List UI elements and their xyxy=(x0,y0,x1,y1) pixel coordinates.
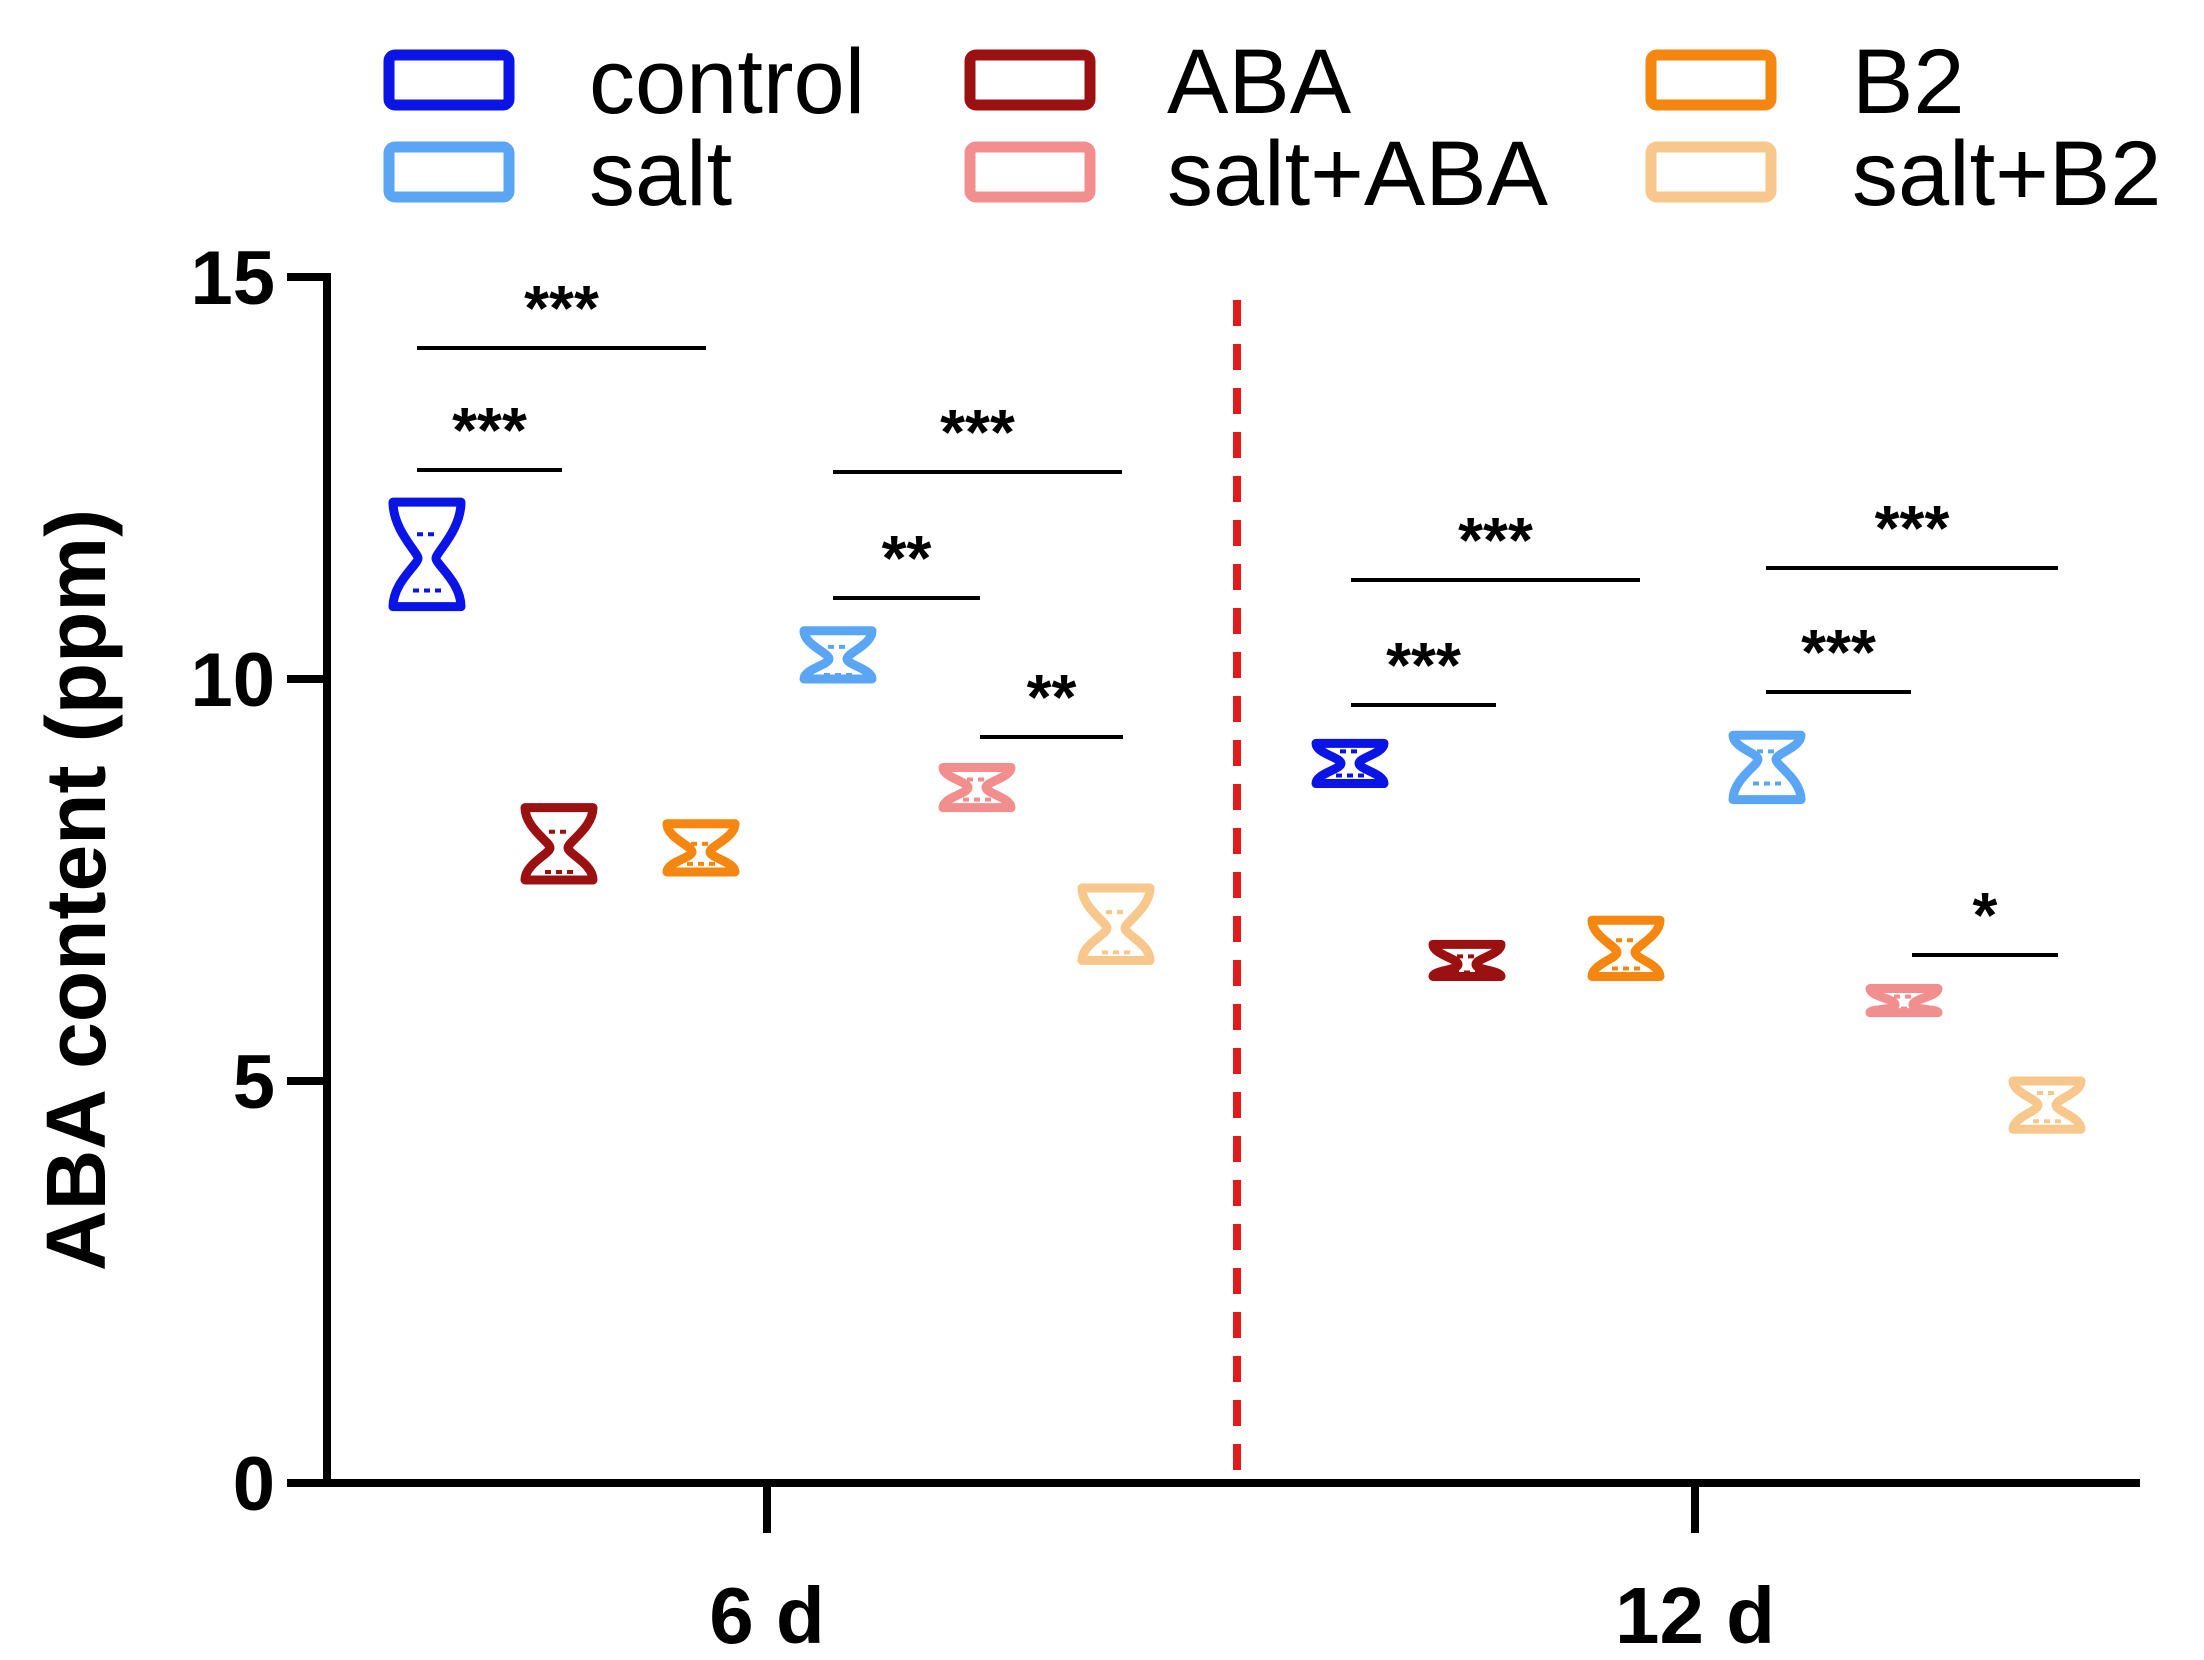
significance-label-1: *** xyxy=(452,394,527,466)
violins xyxy=(388,497,2086,1134)
axes: 0 5 10 15 6 d 12 d xyxy=(190,236,2140,1660)
y-tick-label-15: 15 xyxy=(190,236,275,321)
significance-label-0: *** xyxy=(524,272,599,344)
legend-swatch-salt-plus-aba xyxy=(964,141,1096,203)
legend-label-b2: B2 xyxy=(1852,31,1965,133)
violin-salt-0 xyxy=(799,626,877,684)
legend-swatch-aba xyxy=(964,49,1096,111)
violin-b2-0 xyxy=(662,819,740,877)
violin-salt-plus-aba-0 xyxy=(938,762,1016,813)
significance-label-8: *** xyxy=(1875,492,1950,564)
legend-label-control: control xyxy=(589,31,865,133)
x-category-label-1: 12 d xyxy=(1615,1571,1775,1660)
significance-annotations: ************************** xyxy=(417,272,2058,957)
legend-label-aba: ABA xyxy=(1167,31,1352,133)
legend-label-salt-plus-aba: salt+ABA xyxy=(1167,123,1549,225)
significance-label-2: ** xyxy=(882,522,932,594)
y-tick-label-10: 10 xyxy=(190,638,275,723)
violin-aba-1 xyxy=(1428,939,1506,981)
x-category-label-0: 6 d xyxy=(709,1571,825,1660)
violin-salt-plus-b2-0 xyxy=(1077,883,1155,965)
y-tick-label-5: 5 xyxy=(233,1040,275,1125)
violin-salt-plus-b2-1 xyxy=(2008,1076,2086,1134)
violin-salt-1 xyxy=(1728,730,1806,805)
significance-label-4: ** xyxy=(1027,661,1077,733)
significance-label-5: *** xyxy=(1458,504,1533,576)
significance-label-3: *** xyxy=(940,396,1015,468)
y-axis-label: ABA content (ppm) xyxy=(29,509,123,1271)
significance-label-9: * xyxy=(1973,879,1998,951)
legend-swatch-salt xyxy=(383,141,515,203)
legend-swatch-b2 xyxy=(1645,49,1777,111)
violin-salt-plus-aba-1 xyxy=(1865,984,1943,1018)
y-tick-label-0: 0 xyxy=(233,1442,275,1527)
violin-b2-1 xyxy=(1587,915,1665,981)
legend-label-salt: salt xyxy=(589,123,732,225)
significance-label-6: *** xyxy=(1386,629,1461,701)
violin-aba-0 xyxy=(520,803,598,885)
legend-label-salt-plus-b2: salt+B2 xyxy=(1852,123,2161,225)
significance-label-7: *** xyxy=(1801,616,1876,688)
violin-control-1 xyxy=(1311,738,1389,789)
violin-control-0 xyxy=(388,497,466,612)
legend-swatch-salt-plus-b2 xyxy=(1645,141,1777,203)
legend-swatch-control xyxy=(383,49,515,111)
